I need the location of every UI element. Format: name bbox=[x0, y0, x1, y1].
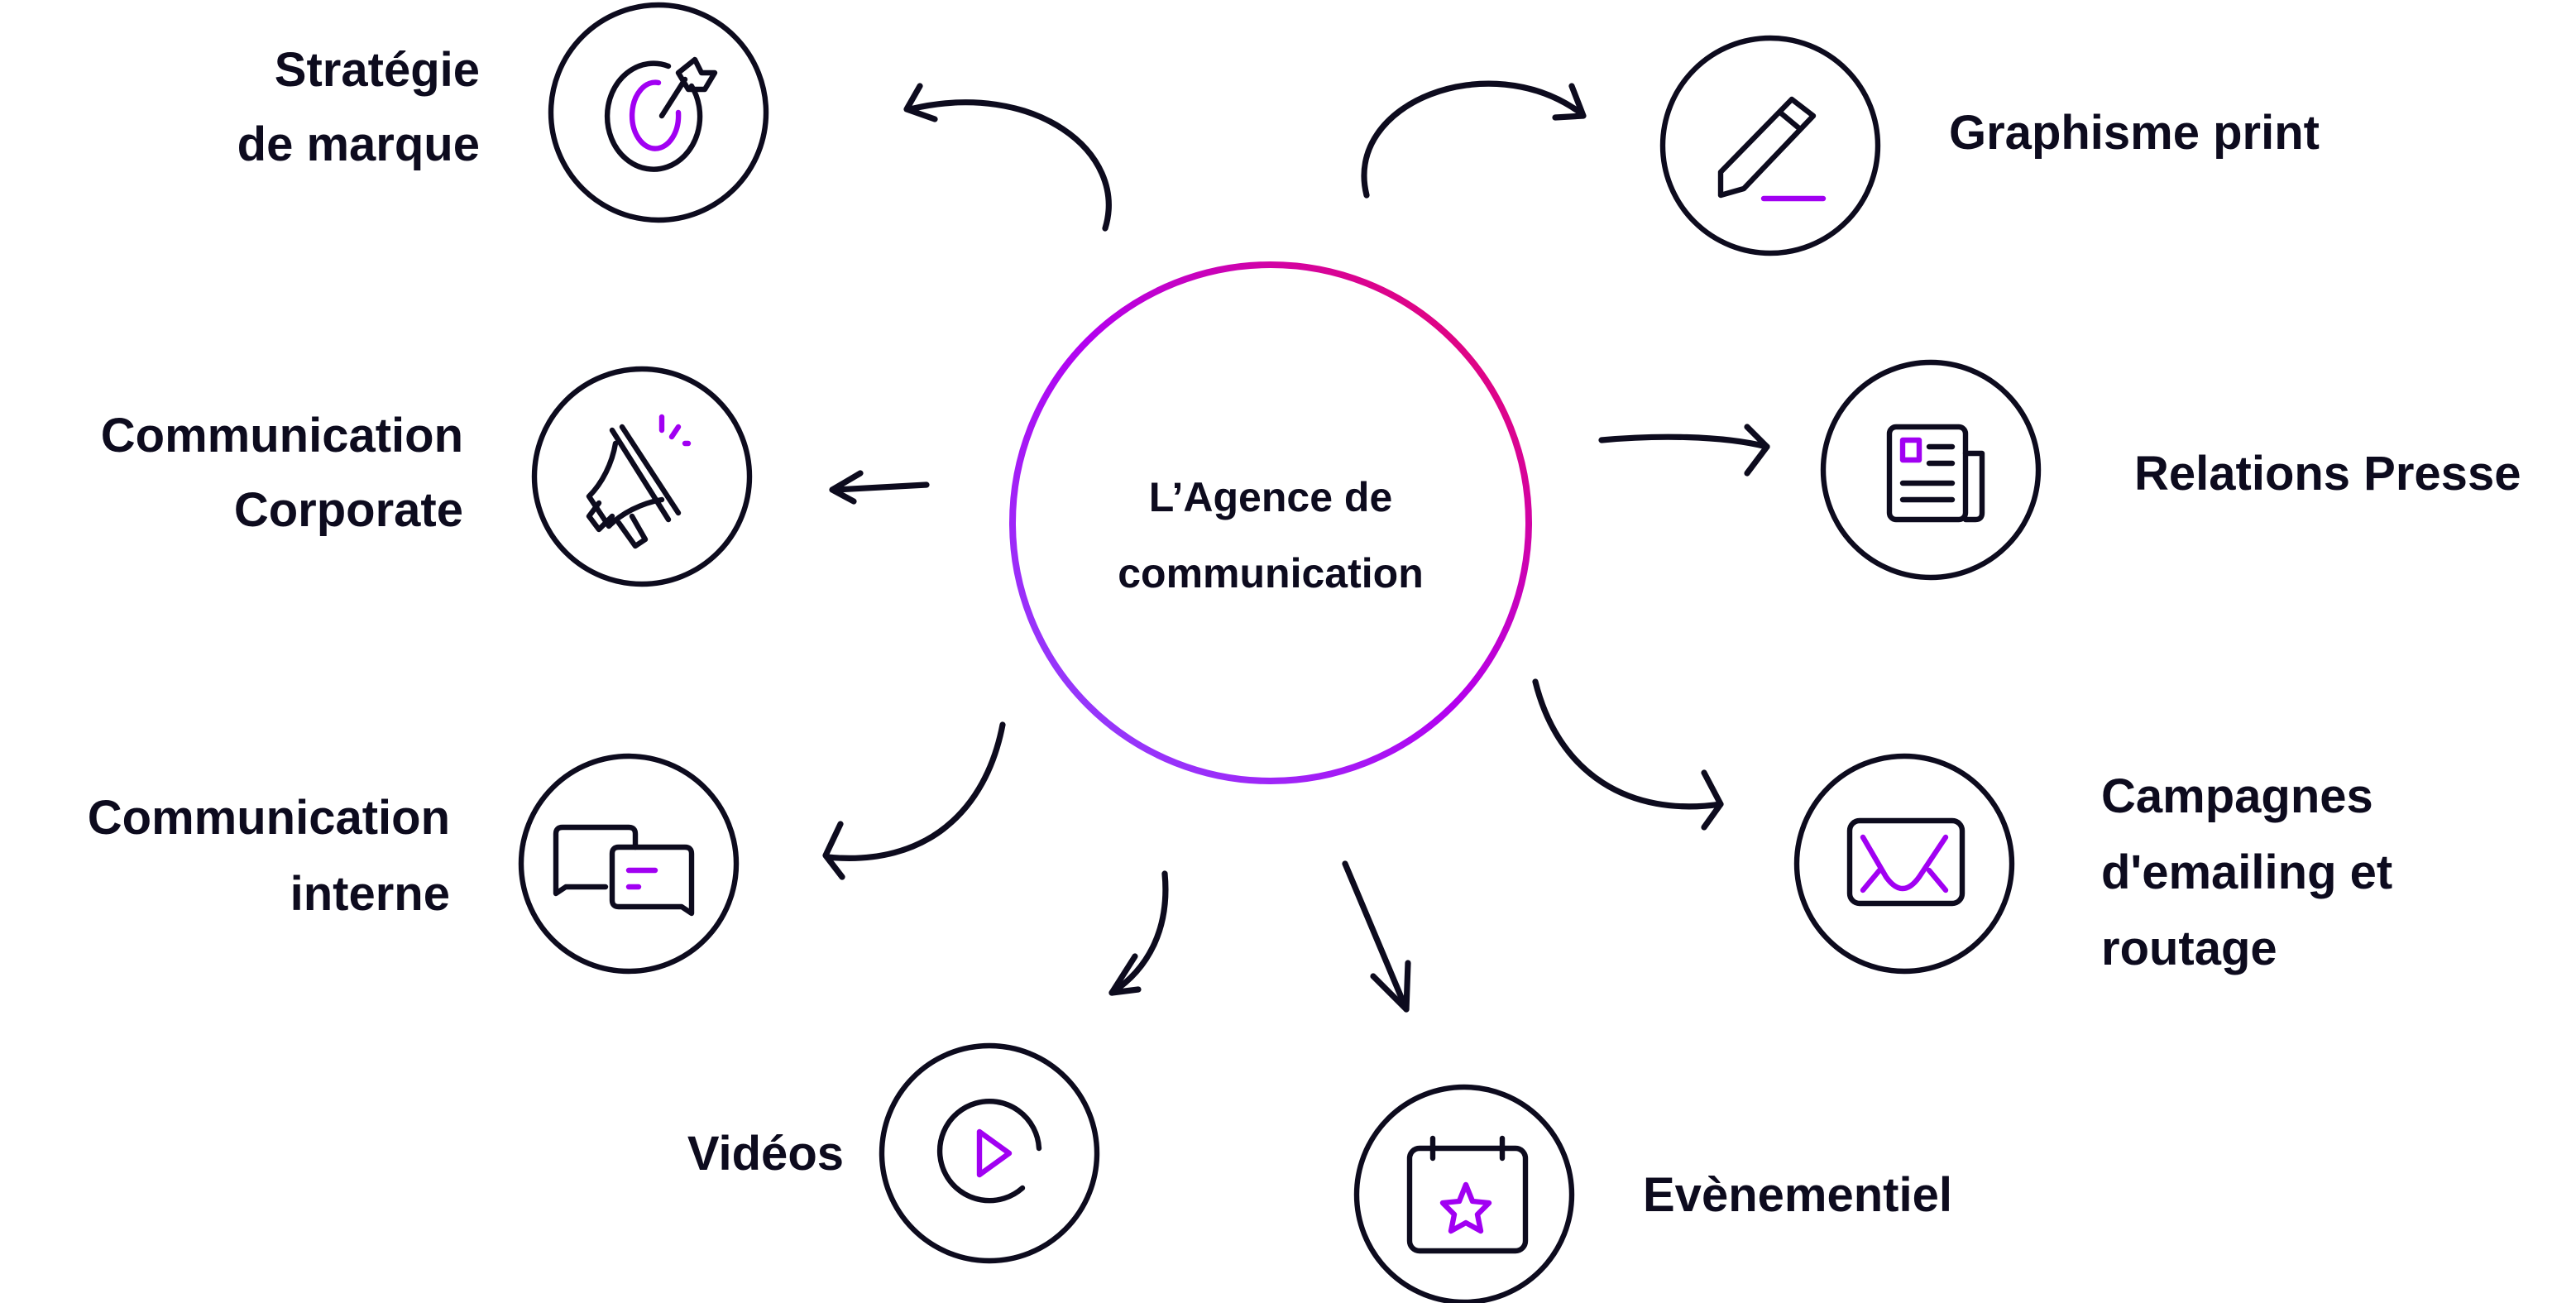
strategie-label-line1: Stratégie bbox=[275, 43, 480, 97]
target-icon bbox=[604, 56, 718, 172]
arrow-to-strategie bbox=[903, 83, 1112, 232]
newspaper-icon bbox=[1886, 424, 1985, 523]
center-title-line2: communication bbox=[1118, 550, 1423, 596]
node-interne: Communication interne bbox=[88, 753, 740, 975]
emailing-label-line1: Campagnes bbox=[2101, 769, 2373, 823]
strategie-label-line2: de marque bbox=[237, 117, 480, 171]
center-title-line1: L’Agence de bbox=[1149, 474, 1393, 520]
pencil-icon bbox=[1717, 96, 1827, 202]
play-icon bbox=[936, 1099, 1042, 1204]
arrows bbox=[822, 80, 1770, 1013]
interne-label-line2: interne bbox=[290, 867, 450, 921]
node-evenementiel: Evènementiel bbox=[1353, 1084, 1952, 1303]
corporate-label-line2: Corporate bbox=[234, 483, 463, 537]
emailing-label-line2: d'emailing et bbox=[2101, 846, 2392, 899]
node-presse: Relations Presse bbox=[1820, 359, 2521, 581]
emailing-label-line3: routage bbox=[2101, 922, 2277, 975]
presse-label: Relations Presse bbox=[2134, 447, 2521, 501]
node-corporate: Communication Corporate bbox=[101, 366, 753, 587]
envelope-icon bbox=[1846, 817, 1966, 907]
emailing-circle bbox=[1793, 753, 2015, 975]
arrow-to-evenementiel bbox=[1342, 860, 1411, 1013]
graphisme-circle bbox=[1659, 35, 1881, 256]
chat-bubbles-icon bbox=[553, 824, 695, 917]
arrow-to-interne bbox=[822, 721, 1006, 880]
corporate-label-line1: Communication bbox=[101, 409, 463, 462]
megaphone-icon bbox=[586, 414, 692, 549]
evenementiel-label: Evènementiel bbox=[1643, 1168, 1952, 1222]
center-circle bbox=[1009, 261, 1532, 784]
arrow-to-videos bbox=[1108, 870, 1169, 996]
node-graphisme: Graphisme print bbox=[1659, 35, 2320, 256]
presse-circle bbox=[1820, 359, 2042, 581]
arrow-to-corporate bbox=[829, 470, 930, 505]
interne-label-line1: Communication bbox=[88, 791, 450, 845]
arrow-to-graphisme bbox=[1361, 80, 1587, 199]
node-videos: Vidéos bbox=[687, 1042, 1100, 1264]
interne-circle bbox=[518, 753, 740, 975]
calendar-star-icon bbox=[1406, 1135, 1529, 1254]
videos-circle bbox=[879, 1042, 1100, 1264]
arrow-to-presse bbox=[1598, 424, 1770, 477]
arrow-to-emailing bbox=[1532, 678, 1724, 831]
videos-label: Vidéos bbox=[687, 1127, 844, 1181]
strategie-circle bbox=[548, 2, 769, 223]
center-node: L’Agence de communication bbox=[1009, 261, 1532, 784]
node-strategie: Stratégie de marque bbox=[237, 2, 769, 223]
graphisme-label: Graphisme print bbox=[1949, 106, 2320, 160]
node-emailing: Campagnes d'emailing et routage bbox=[1793, 753, 2392, 975]
